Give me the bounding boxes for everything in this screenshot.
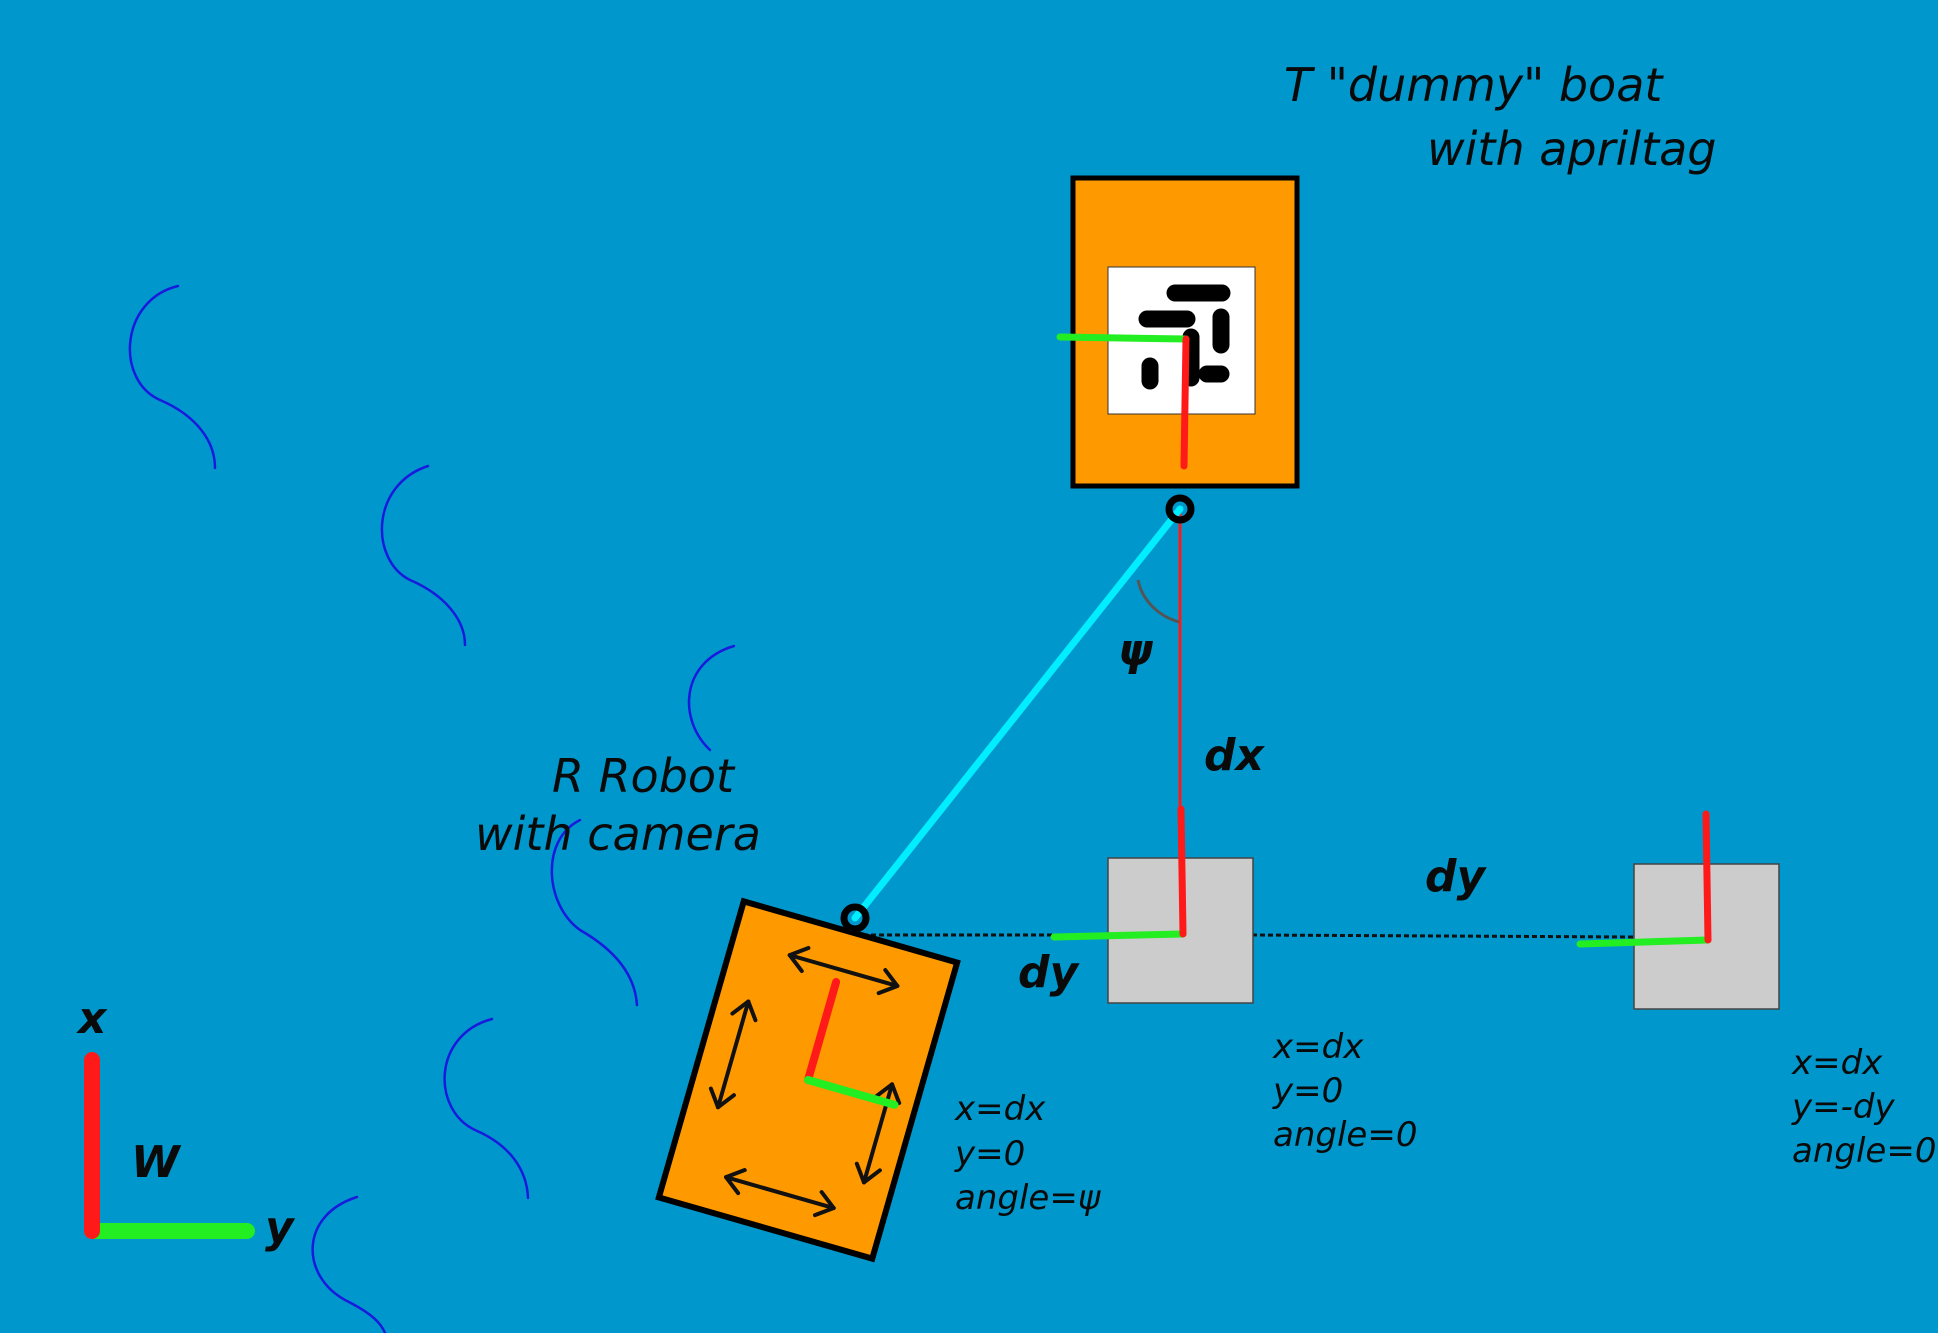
target-title-line2: with apriltag bbox=[1427, 122, 1717, 176]
double-arrow-icon bbox=[724, 1168, 836, 1218]
robot-boat bbox=[655, 897, 961, 1263]
waypoint-center-x-axis bbox=[1177, 805, 1187, 938]
world-y-label: y bbox=[265, 1202, 296, 1253]
waypoint-center-pose-x: x=dx bbox=[1272, 1027, 1364, 1067]
robot-pose-y: y=0 bbox=[954, 1134, 1025, 1174]
wave-icon bbox=[311, 1195, 387, 1333]
psi-label: ψ bbox=[1118, 625, 1154, 676]
robot-pose-angle: angle=ψ bbox=[955, 1178, 1101, 1218]
target-title-line1: T "dummy" boat bbox=[1284, 58, 1664, 112]
waypoint-right-y-axis bbox=[1576, 936, 1712, 948]
robot-y-axis bbox=[804, 1076, 899, 1109]
waypoint-right-pose-x: x=dx bbox=[1791, 1043, 1883, 1083]
target-y-axis bbox=[1056, 333, 1190, 343]
dx-label: dx bbox=[1204, 730, 1265, 781]
wave-icon bbox=[380, 464, 467, 647]
waypoint-right-x-axis bbox=[1702, 810, 1712, 944]
world-frame-label: W bbox=[131, 1137, 182, 1188]
world-x-label: x bbox=[76, 993, 108, 1044]
target-anchor bbox=[1165, 494, 1195, 524]
waypoint-center-pose-angle: angle=0 bbox=[1273, 1115, 1417, 1155]
waypoint-center-pose-y: y=0 bbox=[1272, 1071, 1343, 1111]
dy-label-near: dy bbox=[1018, 947, 1080, 998]
double-arrow-icon bbox=[708, 999, 758, 1110]
waypoint-right-pose-angle: angle=0 bbox=[1792, 1131, 1936, 1171]
wave-icon bbox=[443, 1017, 530, 1200]
camera-to-target-line bbox=[851, 505, 1184, 922]
robot-title-line2: with camera bbox=[475, 807, 761, 861]
robot-title-line1: R Robot bbox=[552, 749, 736, 803]
dy-label-far: dy bbox=[1425, 851, 1487, 902]
double-arrow-icon bbox=[787, 945, 900, 996]
wave-icon bbox=[687, 644, 736, 752]
robot-pose-x: x=dx bbox=[954, 1089, 1046, 1129]
psi-angle-arc bbox=[1136, 579, 1180, 624]
camera-anchor bbox=[840, 903, 870, 933]
robot-x-axis bbox=[804, 977, 841, 1084]
waypoint-right-pose-y: y=-dy bbox=[1791, 1087, 1895, 1127]
wave-icon bbox=[550, 818, 639, 1007]
waypoint-center-y-axis bbox=[1050, 930, 1187, 941]
waves bbox=[128, 284, 736, 1333]
wave-icon bbox=[128, 284, 217, 470]
target-x-axis bbox=[1180, 335, 1190, 470]
